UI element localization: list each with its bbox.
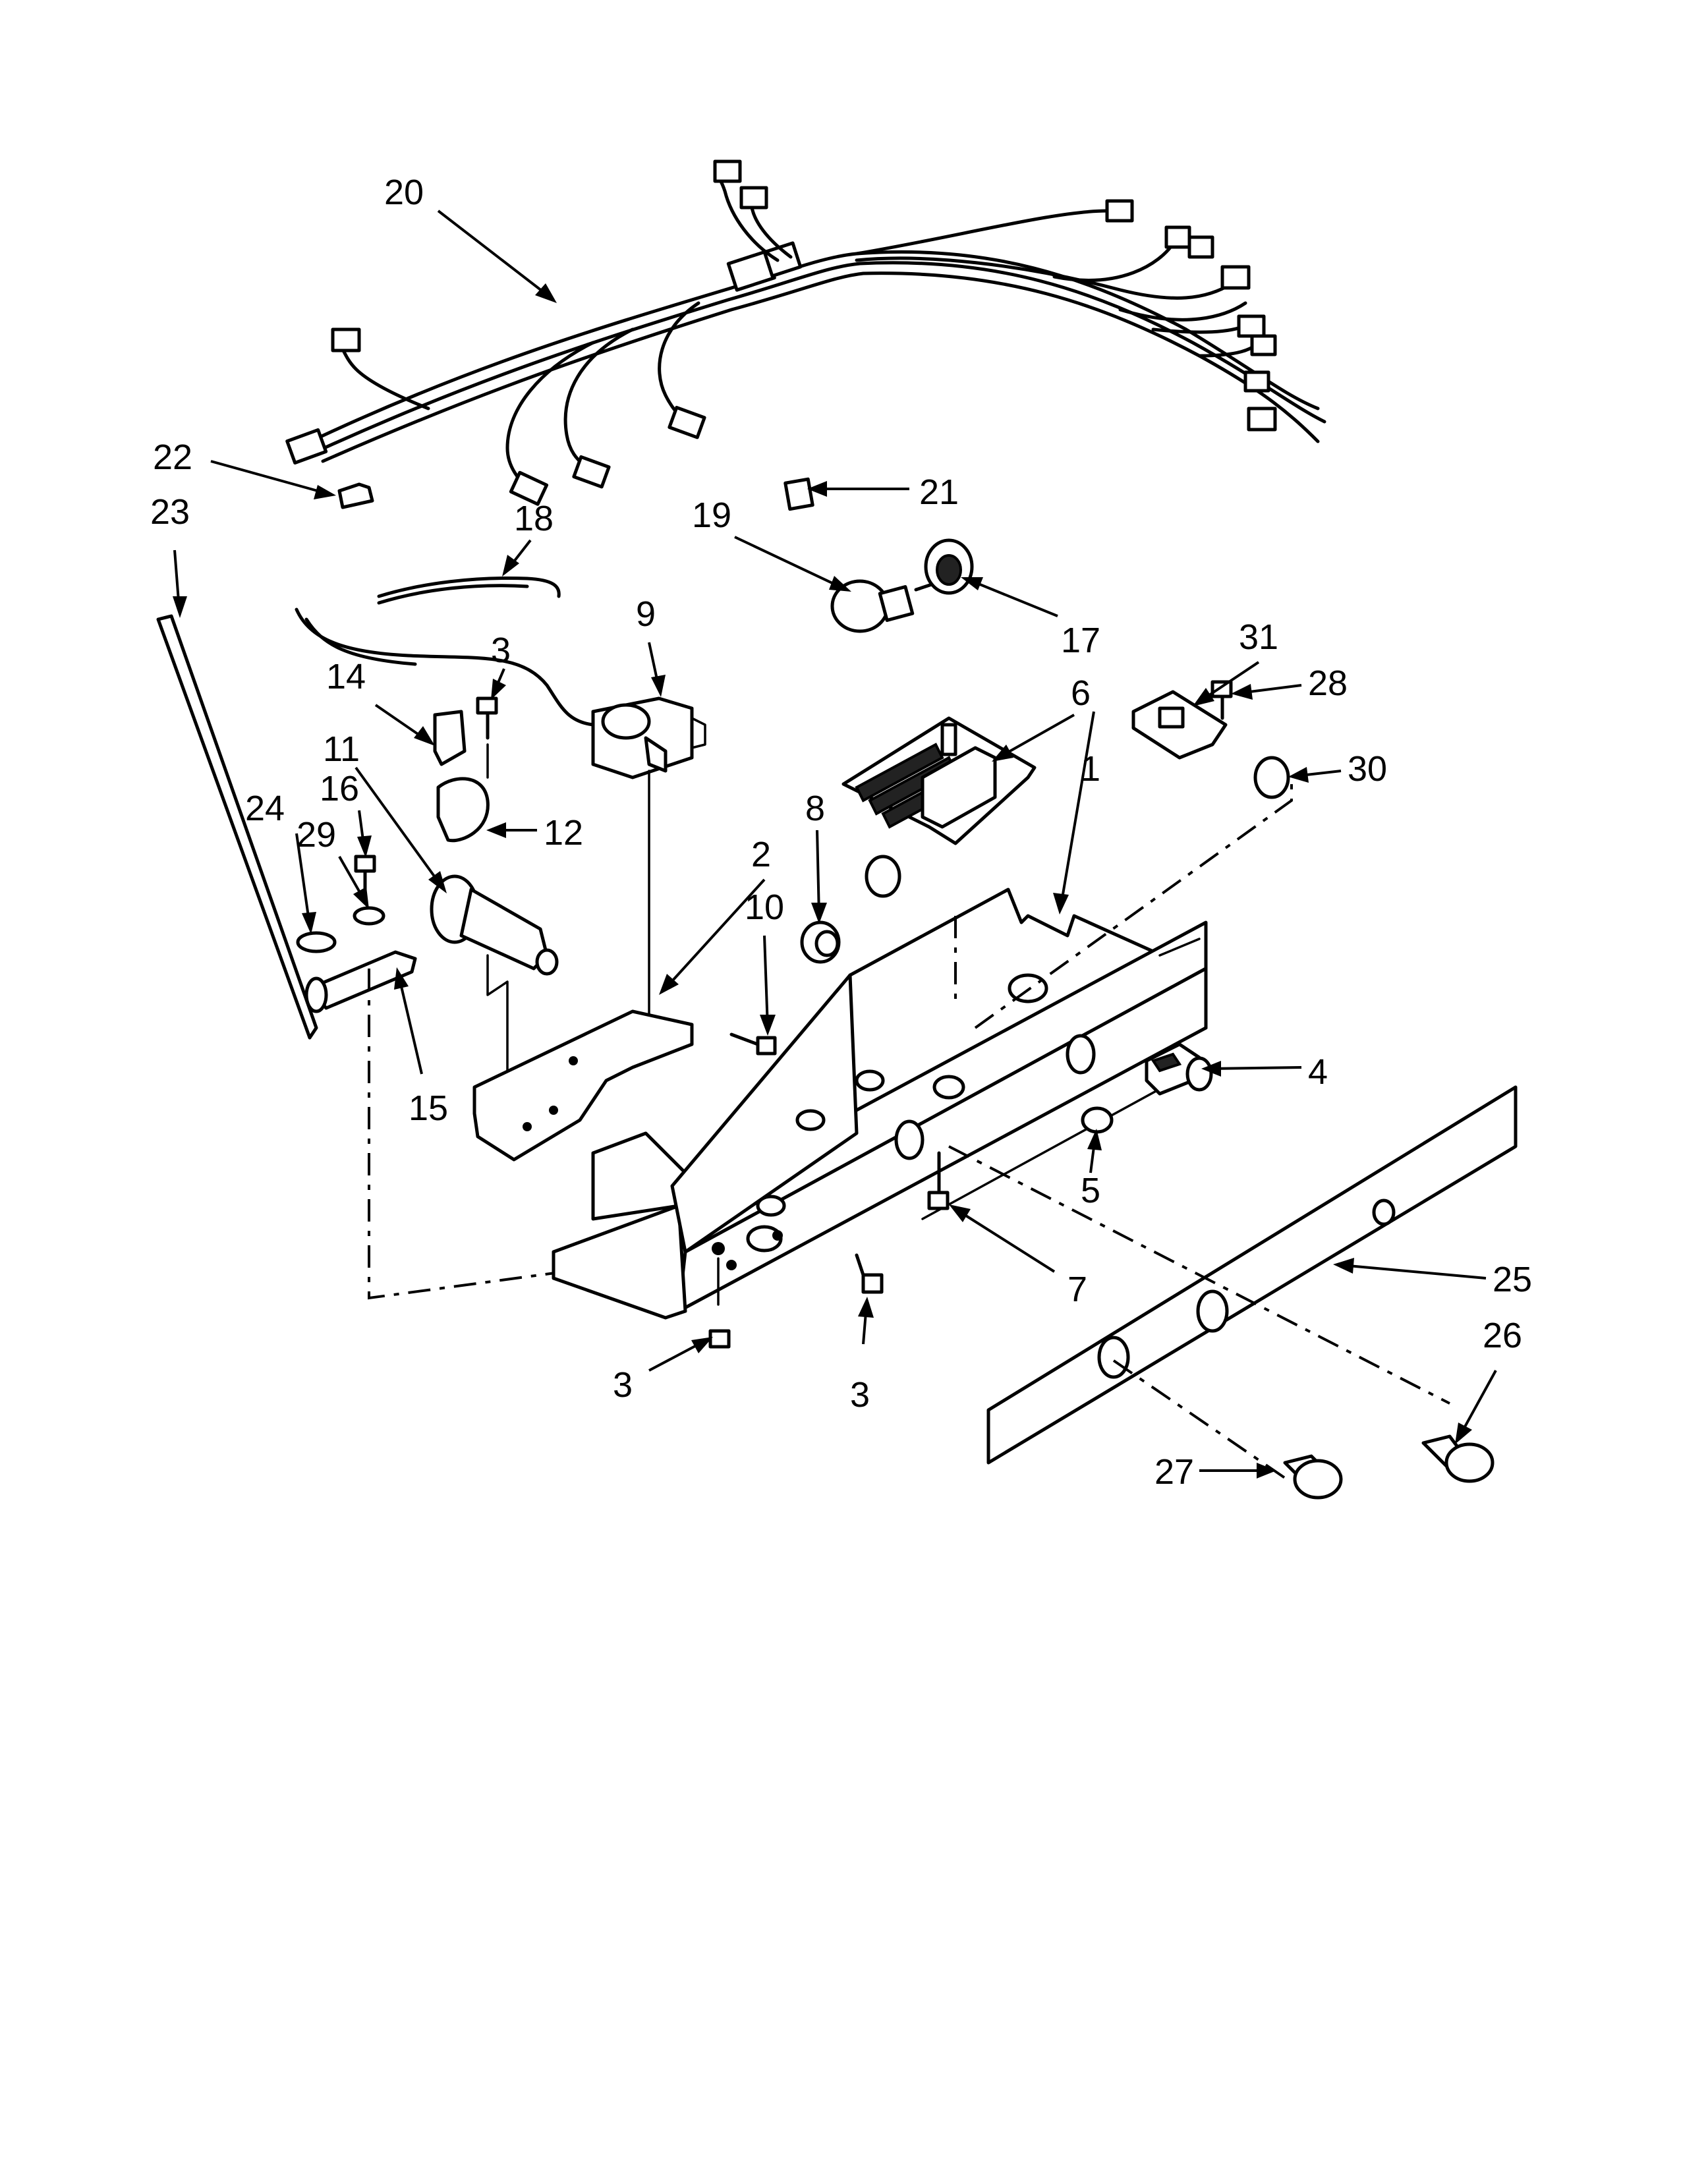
callout-24: 24 (245, 789, 285, 828)
lamp-socket-part (914, 538, 974, 595)
thermostat-part (591, 696, 706, 1029)
push-button-part (1081, 1106, 1114, 1134)
bracket-part (433, 710, 467, 766)
screw-part (729, 1032, 777, 1056)
tube-part (295, 576, 595, 727)
callout-9: 9 (636, 594, 656, 634)
callout-3-bottom-mid: 3 (850, 1375, 870, 1415)
callout-30: 30 (1348, 749, 1387, 789)
callout-20: 20 (384, 173, 424, 212)
callout-15: 15 (409, 1088, 448, 1128)
control-board-part (841, 716, 1037, 845)
knob-part (1283, 1454, 1343, 1500)
callout-25: 25 (1493, 1260, 1532, 1299)
grommet-part (800, 920, 841, 964)
screw-part (476, 696, 498, 740)
callout-3-top: 3 (491, 631, 511, 670)
clamp-part (436, 743, 490, 843)
callout-4: 4 (1308, 1052, 1328, 1092)
door-switch-part (1145, 1042, 1213, 1096)
callout-29: 29 (297, 815, 336, 855)
callout-19: 19 (692, 495, 731, 535)
knob-part (1421, 1434, 1494, 1483)
callout-1: 1 (1081, 749, 1100, 789)
callout-5: 5 (1081, 1171, 1100, 1210)
callout-23: 23 (150, 492, 190, 532)
faceplate-part (948, 1085, 1518, 1484)
screw-washer-set-part (296, 855, 385, 953)
clip-part (337, 482, 374, 509)
control-housing-part (552, 784, 1293, 1320)
callout-16: 16 (320, 769, 359, 808)
callout-11: 11 (323, 729, 360, 769)
mounting-plate-part (472, 1009, 694, 1162)
switch-assembly-part (1131, 680, 1290, 799)
light-bulb-part (830, 579, 915, 633)
leader-arrows (173, 210, 1497, 1479)
callout-31: 31 (1239, 617, 1278, 657)
callout-6: 6 (1071, 673, 1091, 713)
callout-21: 21 (919, 472, 959, 512)
callout-26: 26 (1483, 1316, 1522, 1355)
callout-labels: 20 22 23 18 19 21 17 9 3 14 11 12 16 24 … (150, 173, 1532, 1492)
callout-14: 14 (326, 657, 366, 696)
callout-12: 12 (544, 813, 583, 853)
callout-10: 10 (745, 888, 784, 927)
callout-18: 18 (514, 499, 554, 538)
callout-27: 27 (1154, 1452, 1194, 1492)
rod-part (156, 614, 318, 1040)
holder-part (783, 477, 814, 511)
callout-8: 8 (805, 789, 825, 828)
callout-28: 28 (1308, 663, 1348, 703)
callout-17: 17 (1061, 621, 1100, 660)
callout-3-bottom-left: 3 (613, 1365, 633, 1405)
control-shaft-part (430, 874, 559, 1108)
callout-22: 22 (153, 437, 192, 477)
wire-harness-part (285, 159, 1326, 506)
callout-7: 7 (1068, 1270, 1087, 1309)
callout-2: 2 (751, 835, 771, 874)
